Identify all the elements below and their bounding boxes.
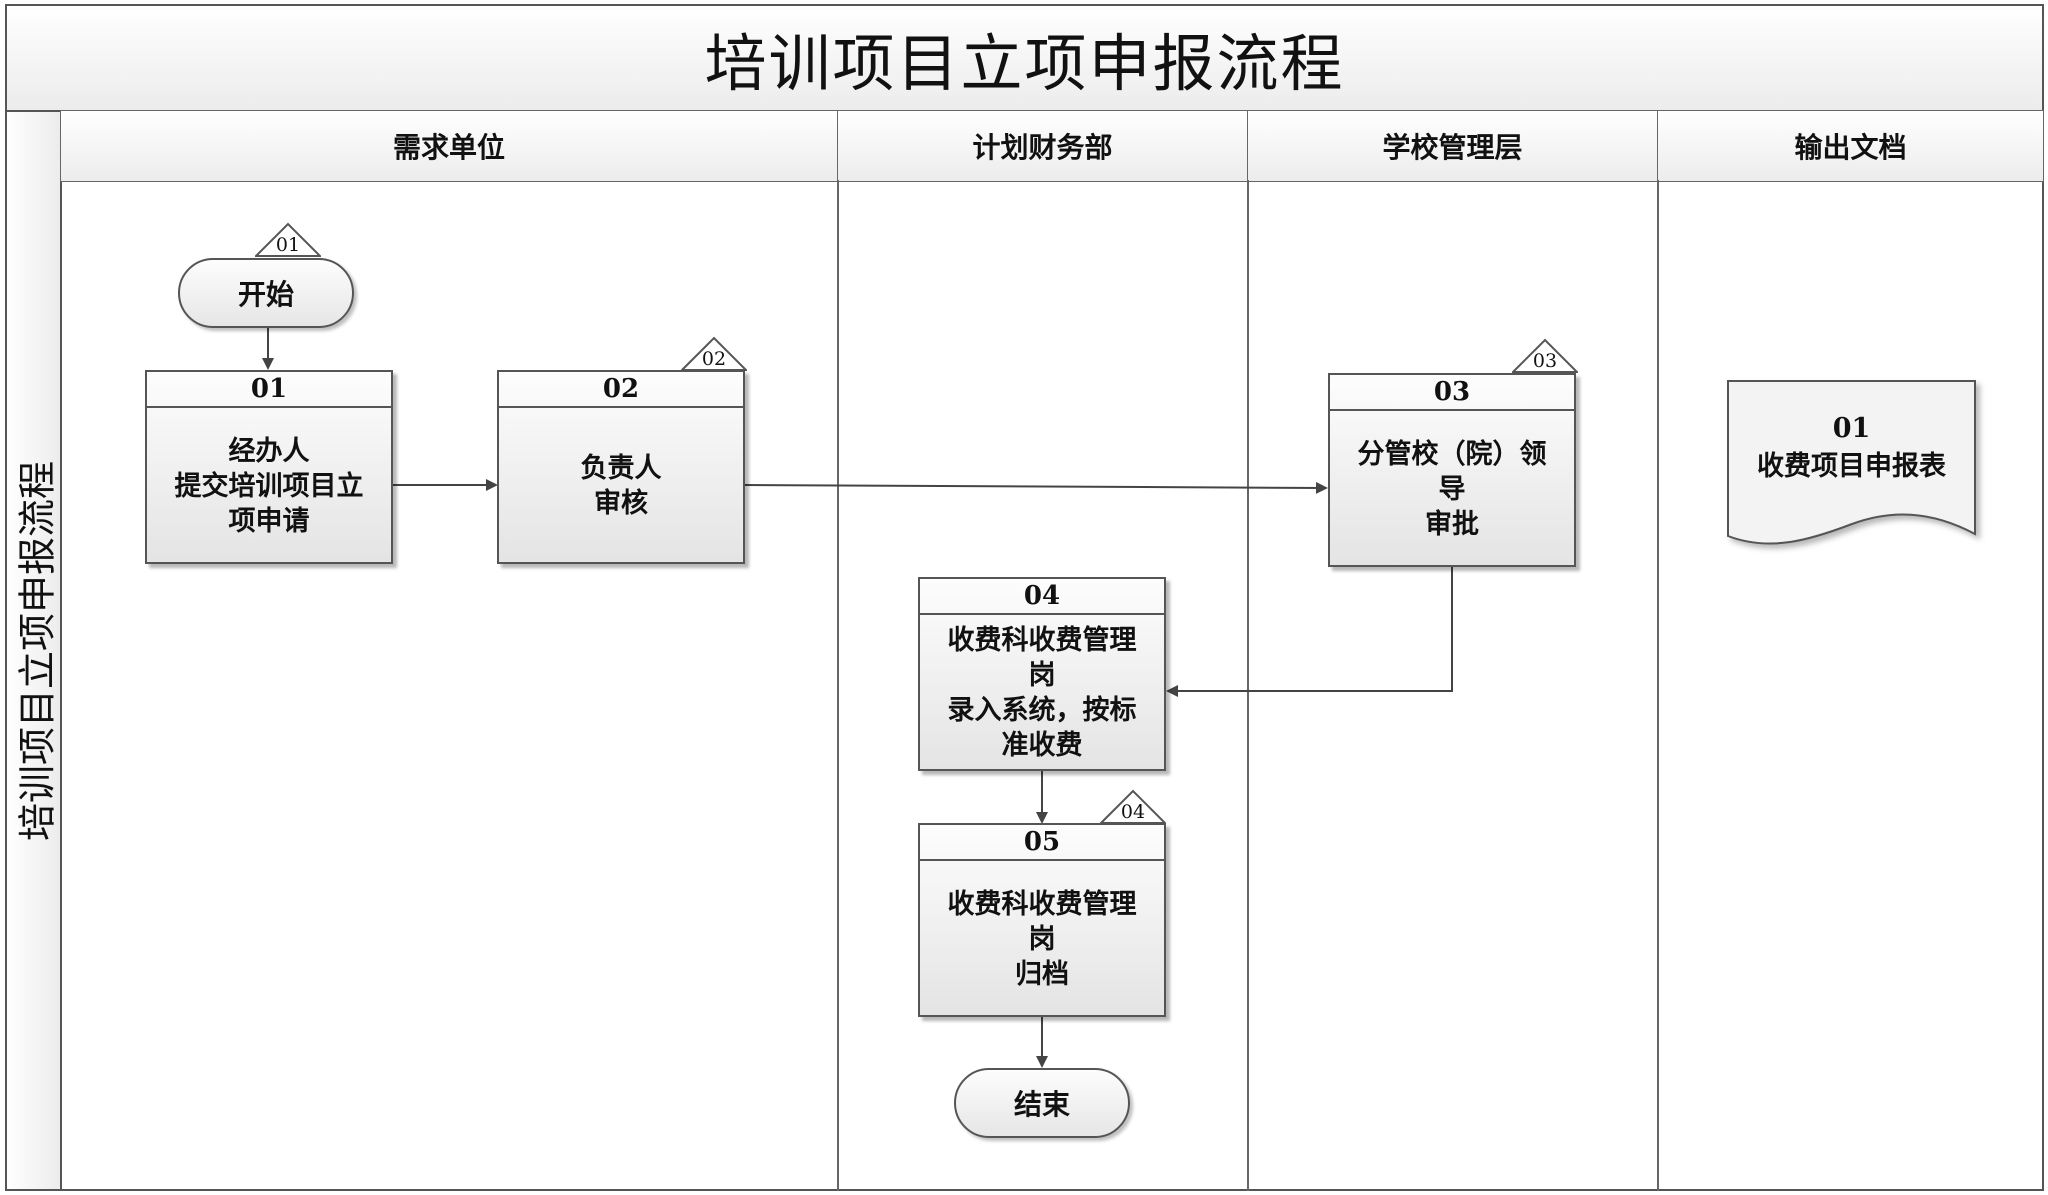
pool-label: 培训项目立项申报流程	[5, 110, 62, 1191]
step-05-box: 05 收费科收费管理 岗 归档	[918, 823, 1166, 1017]
document-name: 收费项目申报表	[1757, 451, 1946, 482]
step-02-box: 02 负责人 审核	[497, 370, 745, 564]
lane-demand-unit	[60, 180, 839, 1191]
tag-triangle-01	[255, 222, 321, 257]
tag-label-01: 01	[275, 234, 301, 256]
lane-header-demand-unit: 需求单位	[60, 110, 838, 182]
step-04-box: 04 收费科收费管理 岗 录入系统，按标 准收费	[918, 577, 1166, 771]
arrow-03-to-04	[1166, 566, 1453, 697]
step-01-text: 经办人 提交培训项目立 项申请	[174, 435, 364, 537]
tag-label-02: 02	[701, 348, 727, 370]
lane-finance-dept	[837, 180, 1249, 1191]
step-01-number: 01	[147, 372, 391, 408]
start-terminator: 开始	[178, 258, 354, 328]
lane-school-management	[1247, 180, 1659, 1191]
step-04-number: 04	[920, 579, 1164, 615]
tag-label-03: 03	[1532, 350, 1558, 372]
step-05-text: 收费科收费管理 岗 归档	[947, 888, 1137, 990]
lane-header-finance-dept: 计划财务部	[837, 110, 1248, 182]
lane-header-output-docs: 输出文档	[1657, 110, 2044, 182]
step-02-text: 负责人 审核	[580, 453, 662, 519]
step-03-box: 03 分管校（院）领 导 审批	[1328, 373, 1576, 567]
step-03-number: 03	[1330, 375, 1574, 411]
document-number: 01	[1832, 413, 1871, 444]
lane-header-school-management: 学校管理层	[1247, 110, 1658, 182]
arrow-02-to-03	[744, 481, 1328, 494]
step-05-number: 05	[920, 825, 1164, 861]
step-04-text: 收费科收费管理 岗 录入系统，按标 准收费	[947, 625, 1137, 761]
tag-triangle-03	[1512, 338, 1578, 373]
step-01-box: 01 经办人 提交培训项目立 项申请	[145, 370, 393, 564]
document-shape	[1727, 380, 1976, 545]
tag-label-04: 04	[1120, 801, 1146, 823]
output-document: 01 收费项目申报表	[1728, 410, 1975, 486]
step-03-text: 分管校（院）领 导 审批	[1357, 438, 1547, 540]
step-02-number: 02	[499, 372, 743, 408]
end-terminator: 结束	[954, 1068, 1130, 1138]
